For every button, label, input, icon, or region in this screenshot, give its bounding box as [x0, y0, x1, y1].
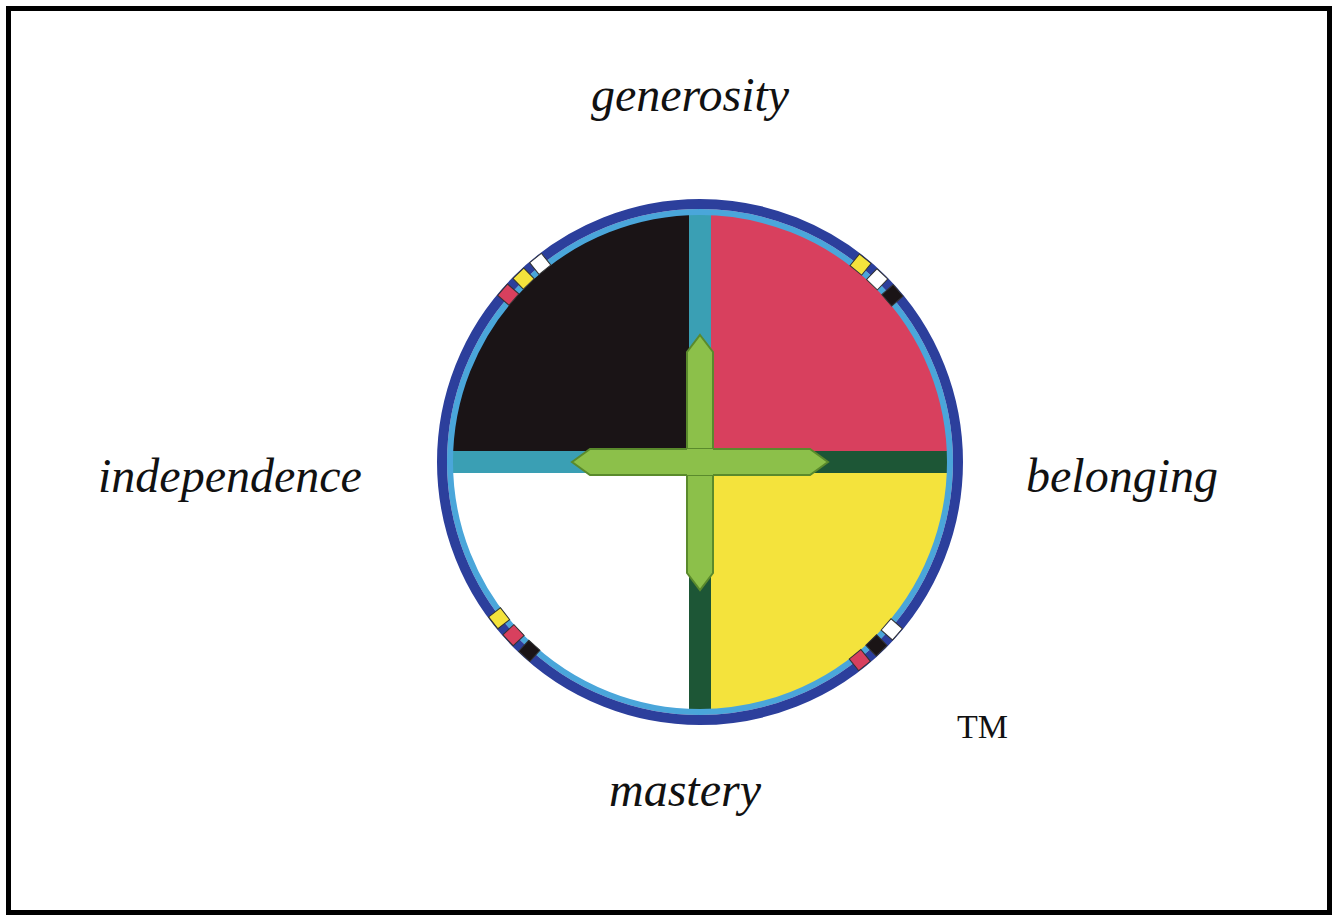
bead	[881, 619, 902, 640]
green-cross	[572, 449, 828, 475]
bead	[867, 269, 888, 290]
direction-label: generosity	[591, 69, 789, 122]
bead	[866, 635, 887, 656]
bead	[503, 625, 524, 646]
bead	[850, 254, 871, 275]
inner-ring	[450, 212, 950, 712]
direction-label: independence	[98, 450, 362, 503]
bead	[513, 268, 534, 289]
bead	[519, 640, 540, 661]
bead	[489, 608, 510, 629]
bead	[530, 253, 551, 274]
ring-beads	[489, 253, 903, 670]
direction-label: belonging	[1026, 450, 1218, 503]
outer-ring	[442, 204, 958, 720]
bead	[498, 284, 519, 305]
wheel-quadrants	[440, 200, 962, 726]
green-cross	[687, 449, 713, 475]
trademark-mark: TM	[957, 708, 1008, 745]
direction-label: mastery	[609, 764, 761, 817]
bead	[882, 285, 903, 306]
green-cross	[687, 335, 713, 590]
bead	[849, 650, 870, 671]
